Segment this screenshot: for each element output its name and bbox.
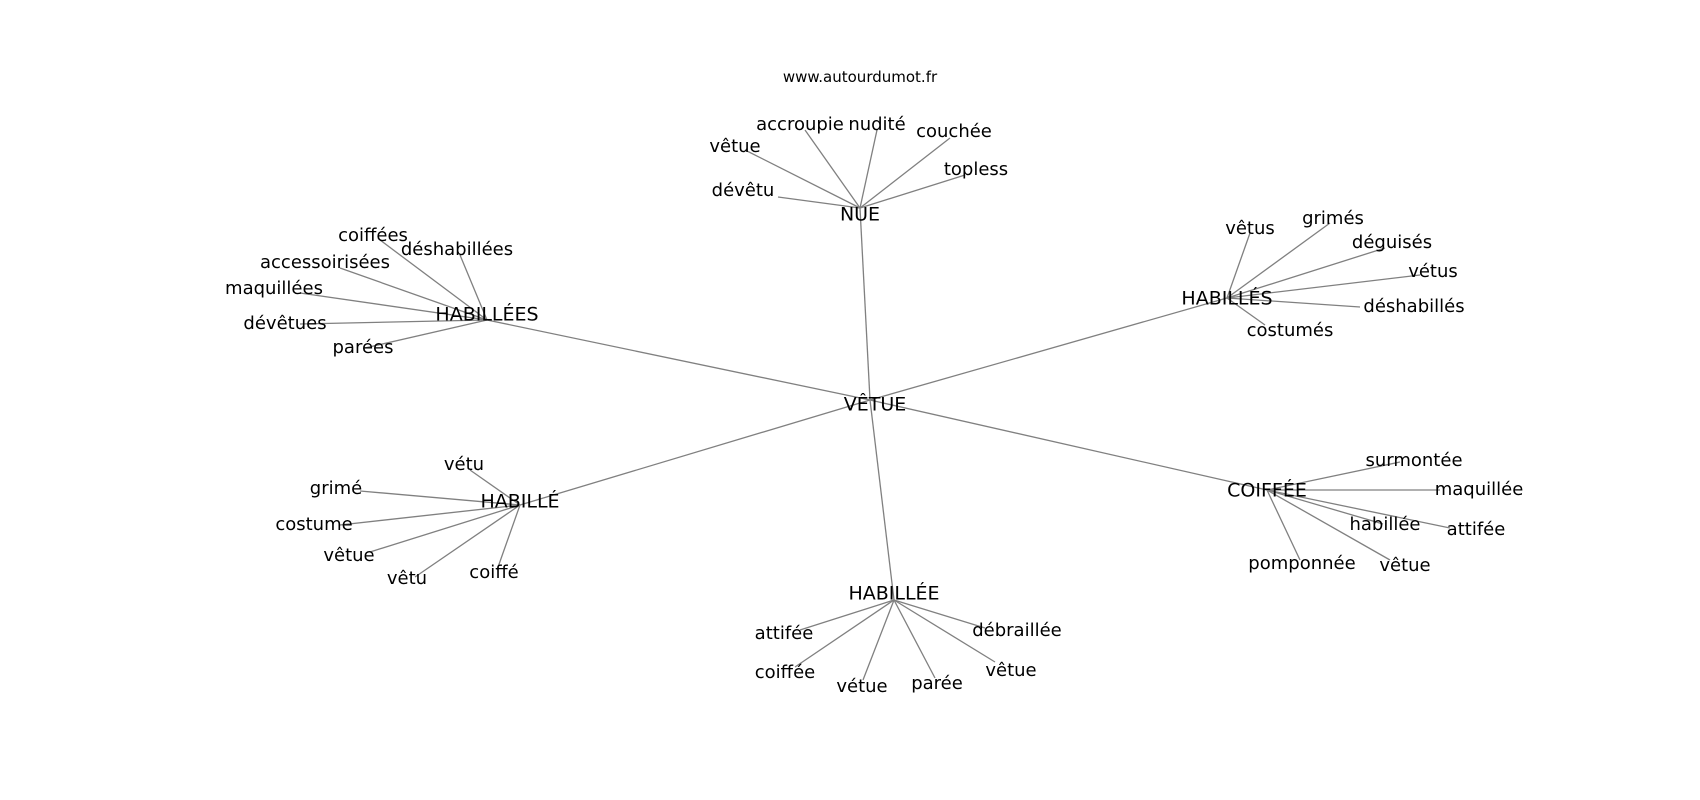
word-node-label: vétu (444, 454, 484, 475)
edge-cluster-2-word-3 (299, 292, 488, 321)
edge-cluster-2-word-1 (459, 254, 488, 321)
edge-cluster-3-word-5 (496, 504, 521, 571)
edge-cluster-0-word-2 (804, 129, 861, 209)
word-node-label: déguisés (1352, 232, 1432, 253)
cluster-node-label: HABILLÉ (480, 490, 559, 513)
word-node-label: grimés (1302, 208, 1364, 229)
word-node-label: dévêtu (712, 180, 775, 201)
edge-cluster-1-word-3 (1226, 274, 1421, 299)
edge-cluster-1-word-5 (1226, 297, 1266, 326)
edge-cluster-1-word-4 (1226, 297, 1361, 308)
word-node-label: accessoirisées (260, 252, 390, 273)
word-node-label: pomponnée (1248, 553, 1355, 574)
word-node-label: maquillée (1435, 479, 1524, 500)
word-node-label: accroupie (756, 114, 844, 135)
word-node-label: coiffée (755, 662, 815, 683)
word-node-label: vétue (836, 676, 887, 697)
edge-cluster-2-word-0 (379, 239, 488, 321)
word-node-label: dévêtues (243, 313, 326, 334)
edge-cluster-0-word-3 (859, 129, 878, 209)
edge-cluster-3-word-4 (414, 504, 521, 578)
word-node-label: attifée (755, 623, 814, 644)
word-node-label: couchée (916, 121, 992, 142)
word-node-label: vêtue (1379, 555, 1430, 576)
edge-cluster-0-word-1 (744, 149, 861, 209)
edge-cluster-4-word-0 (1266, 461, 1401, 491)
word-node-label: topless (944, 159, 1008, 180)
edge-cluster-0-word-5 (859, 174, 966, 209)
word-node-label: grimé (310, 478, 362, 499)
word-node-label: attifée (1447, 519, 1506, 540)
edge-cluster-5-word-1 (794, 599, 895, 668)
word-node-label: débraillée (972, 620, 1062, 641)
edge-cluster-3-word-3 (369, 504, 521, 553)
word-node-label: vêtus (1225, 218, 1275, 239)
source-label: www.autourdumot.fr (783, 68, 938, 86)
edge-center-to-5 (869, 399, 895, 601)
cluster-node-label: COIFFÉE (1227, 479, 1307, 502)
edge-center-to-3 (519, 399, 871, 506)
center-node-label: VÊTUE (844, 393, 907, 416)
edges-layer (299, 129, 1451, 681)
word-node-label: parée (911, 673, 963, 694)
edge-cluster-4-word-4 (1266, 489, 1391, 561)
cluster-node-label: HABILLÉE (848, 582, 939, 605)
edge-cluster-4-word-5 (1266, 489, 1301, 561)
word-node-label: coiffé (469, 562, 518, 583)
word-node-label: surmontée (1365, 450, 1462, 471)
word-node-label: vétus (1408, 261, 1458, 282)
word-node-label: déshabillées (401, 239, 513, 260)
edge-cluster-2-word-2 (339, 267, 488, 321)
word-node-label: habillée (1349, 514, 1420, 535)
edge-cluster-5-word-0 (799, 599, 895, 631)
word-node-label: nudité (848, 114, 905, 135)
word-node-label: vêtue (323, 545, 374, 566)
word-node-label: vêtue (709, 136, 760, 157)
edge-cluster-3-word-0 (469, 469, 521, 506)
edge-cluster-5-word-5 (893, 599, 986, 629)
edge-cluster-2-word-5 (364, 319, 488, 349)
edge-cluster-5-word-4 (893, 599, 996, 663)
edge-cluster-2-word-4 (299, 319, 488, 325)
edge-cluster-3-word-1 (359, 490, 521, 506)
edge-cluster-5-word-2 (862, 599, 895, 681)
edge-cluster-1-word-1 (1226, 222, 1331, 299)
edge-cluster-3-word-2 (339, 504, 521, 526)
edge-cluster-4-word-3 (1266, 489, 1384, 525)
edge-center-to-1 (869, 297, 1228, 401)
cluster-node-label: HABILLÉES (435, 303, 538, 326)
word-node-label: parées (333, 337, 394, 358)
word-node-label: coiffées (338, 225, 408, 246)
cluster-node-label: HABILLÉS (1181, 287, 1272, 310)
word-node-label: déshabillés (1363, 296, 1464, 317)
word-node-label: vêtu (387, 568, 427, 589)
edge-cluster-4-word-2 (1266, 489, 1451, 529)
edge-cluster-5-word-3 (893, 599, 936, 679)
edge-cluster-1-word-0 (1226, 232, 1251, 299)
edge-center-to-0 (859, 207, 871, 401)
edge-cluster-0-word-0 (777, 196, 861, 209)
edge-cluster-1-word-2 (1226, 247, 1386, 299)
edge-cluster-0-word-4 (859, 137, 951, 209)
cluster-node-label: NUE (840, 204, 880, 226)
edge-center-to-4 (869, 399, 1268, 491)
word-node-label: costumés (1247, 320, 1334, 341)
word-node-label: maquillées (225, 278, 323, 299)
word-node-label: costume (275, 514, 352, 535)
edge-center-to-2 (486, 319, 871, 401)
word-node-label: vêtue (985, 660, 1036, 681)
